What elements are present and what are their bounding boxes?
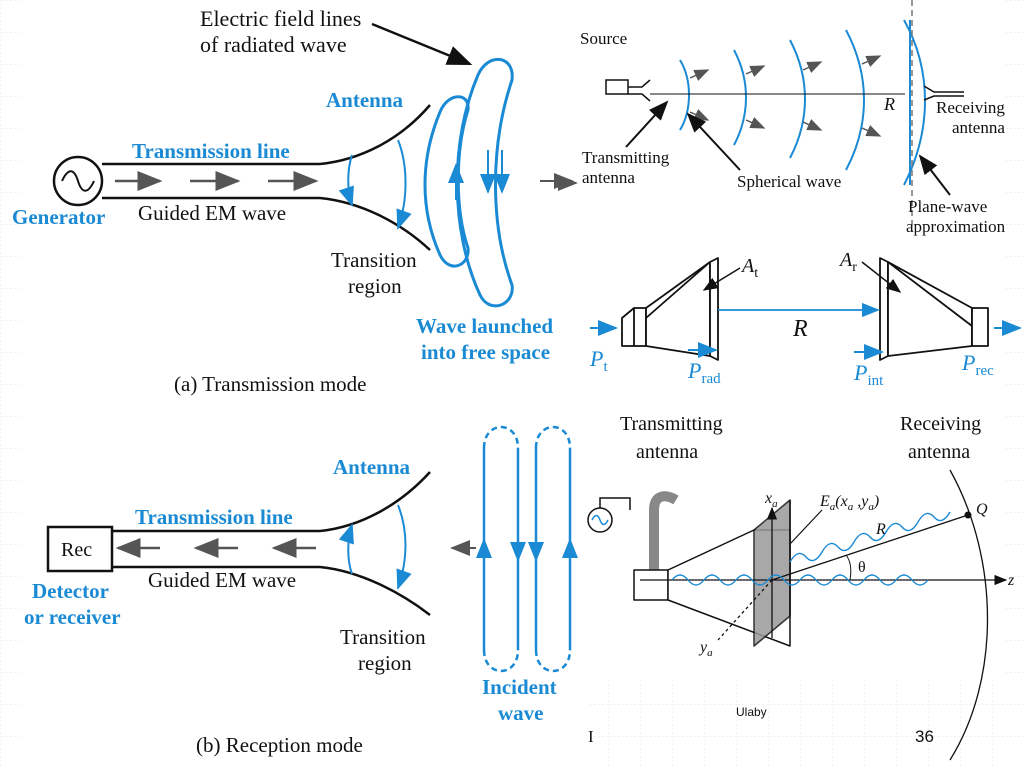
footer-page-number: 36 bbox=[915, 727, 934, 746]
transmission-mode-panel: Electric field lines of radiated wave An… bbox=[12, 6, 574, 396]
R-aperture-label: R bbox=[875, 521, 886, 538]
Prad-label: Prad bbox=[687, 358, 721, 387]
footer-marker: I bbox=[588, 727, 594, 746]
receiving-horn-icon bbox=[879, 257, 989, 361]
reception-antenna-label: Antenna bbox=[333, 455, 411, 479]
transmission-line-label: Transmission line bbox=[132, 139, 290, 163]
Ea-label: Ea(xa ,ya) bbox=[819, 493, 879, 513]
reception-line-wires bbox=[112, 471, 431, 616]
reception-transition-arcs bbox=[338, 504, 412, 590]
Q-label: Q bbox=[976, 501, 988, 518]
receiving-antenna-icon bbox=[923, 85, 964, 101]
tx-antenna-label-2: antenna bbox=[636, 441, 698, 463]
rec-box-label: Rec bbox=[61, 539, 92, 561]
Ar-label: Ar bbox=[838, 249, 857, 275]
field-lines-pointer bbox=[371, 22, 473, 66]
incident-wave-loops bbox=[482, 425, 572, 673]
R-label: R bbox=[883, 94, 895, 114]
detector-label-1: Detector bbox=[32, 579, 109, 603]
transition-label-1: Transition bbox=[331, 248, 417, 272]
coax-feed bbox=[649, 491, 679, 574]
Pt-label: Pt bbox=[589, 346, 608, 375]
aperture-axes bbox=[640, 506, 1008, 641]
pointer-arrows bbox=[625, 100, 951, 196]
receiver-box bbox=[46, 525, 114, 573]
observation-point bbox=[964, 511, 972, 519]
transmitting-antenna-label-2: antenna bbox=[582, 168, 635, 187]
incident-wave-label-1: Incident bbox=[482, 675, 557, 699]
transition-field-arcs bbox=[338, 139, 412, 230]
rx-antenna-label-2: antenna bbox=[908, 441, 970, 463]
reception-mode-panel: Rec Antenna Transmission line Detector o… bbox=[24, 425, 578, 757]
reception-guided-label: Guided EM wave bbox=[148, 568, 296, 592]
transition-label-2: region bbox=[348, 274, 402, 298]
field-lines-label-2: of radiated wave bbox=[200, 32, 347, 57]
far-field-arc bbox=[949, 469, 989, 761]
reception-line-label: Transmission line bbox=[135, 505, 293, 529]
xa-label: xa bbox=[764, 490, 778, 510]
source-label: Source bbox=[580, 29, 627, 48]
transmission-line-wires bbox=[102, 104, 431, 251]
R-link-label: R bbox=[792, 316, 808, 342]
Pint-label: Pint bbox=[853, 360, 884, 389]
spherical-wave-panel: Source Transmitting antenna Spherical wa… bbox=[556, 0, 1006, 236]
transmitting-antenna-label-1: Transmitting bbox=[582, 148, 670, 167]
rx-antenna-label-1: Receiving bbox=[900, 413, 981, 435]
guided-wave-label: Guided EM wave bbox=[138, 201, 286, 225]
transmission-caption: (a) Transmission mode bbox=[174, 372, 367, 396]
aperture-panel: xa ya Ea(xa ,ya) R Q θ z bbox=[587, 469, 1015, 761]
tx-antenna-label-1: Transmitting bbox=[620, 413, 723, 435]
Prec-label: Prec bbox=[961, 350, 994, 379]
ray-arrows bbox=[689, 55, 882, 137]
radiated-field-loops bbox=[423, 57, 514, 308]
source-antenna-icon bbox=[605, 79, 651, 102]
generator-label: Generator bbox=[12, 205, 105, 229]
generator-icon bbox=[52, 155, 104, 207]
At-label: At bbox=[740, 255, 758, 281]
wave-launched-label-2: into free space bbox=[421, 340, 550, 364]
z-axis-label: z bbox=[1007, 572, 1015, 589]
detector-label-2: or receiver bbox=[24, 605, 121, 629]
aperture-pointers bbox=[702, 261, 902, 293]
antenna-label: Antenna bbox=[326, 88, 404, 112]
plane-wave-label-2: approximation bbox=[906, 217, 1006, 236]
plane-wave-label-1: Plane-wave bbox=[908, 197, 987, 216]
receiving-antenna-label-2: antenna bbox=[952, 118, 1005, 137]
slide-footer: Ulaby 36 I bbox=[588, 705, 934, 746]
wave-launched-label-1: Wave launched bbox=[416, 314, 553, 338]
loop-direction-arrows bbox=[448, 150, 510, 200]
aperture-waves bbox=[671, 511, 951, 586]
ya-label: ya bbox=[698, 639, 713, 659]
power-arrows bbox=[590, 320, 1022, 360]
spherical-wave-label: Spherical wave bbox=[737, 172, 841, 191]
receiving-antenna-label-1: Receiving bbox=[936, 98, 1005, 117]
reception-caption: (b) Reception mode bbox=[196, 733, 363, 757]
incident-wave-label-2: wave bbox=[498, 701, 544, 725]
horn-link-panel: At Ar R Pt Prad Pint Prec Transmitting a… bbox=[589, 249, 1022, 463]
theta-arc bbox=[845, 554, 852, 581]
theta-label: θ bbox=[858, 559, 866, 576]
reception-transition-1: Transition bbox=[340, 625, 426, 649]
source-generator-icon bbox=[587, 497, 631, 533]
field-lines-label-1: Electric field lines bbox=[200, 6, 361, 31]
footer-author: Ulaby bbox=[736, 705, 767, 719]
Ea-pointer bbox=[789, 509, 823, 545]
reception-transition-2: region bbox=[358, 651, 412, 675]
incident-direction-arrows bbox=[476, 530, 578, 565]
transmitting-horn-icon bbox=[621, 257, 719, 361]
